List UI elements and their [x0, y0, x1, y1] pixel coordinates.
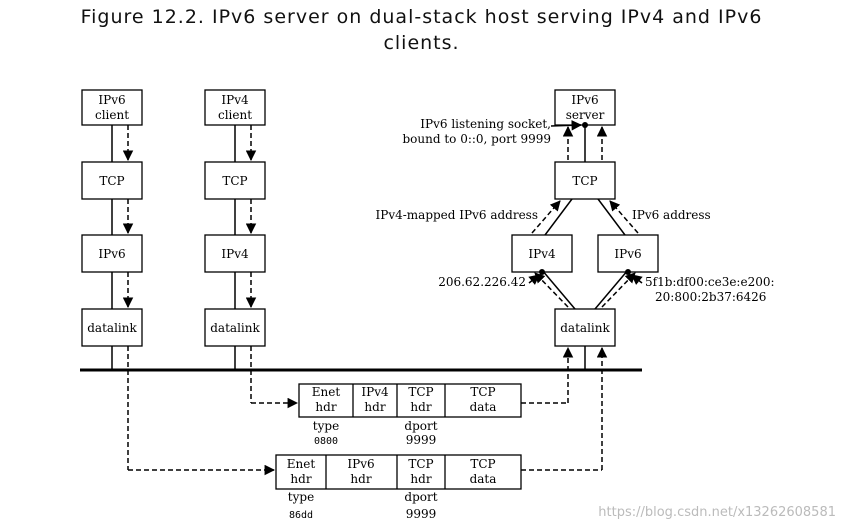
- ipv4-frame-border: [298, 383, 522, 418]
- listen-socket-line2: bound to 0::0, port 9999: [402, 132, 551, 146]
- server-datalink-label: datalink: [560, 321, 610, 335]
- ipv6-frame-border: [275, 454, 522, 490]
- server-app-line2: server: [566, 108, 605, 122]
- ipv6-client-ip-box: [81, 234, 143, 273]
- ipv6-address-dot: [625, 269, 631, 275]
- ipv6-client-app-line2: client: [95, 108, 129, 122]
- ipv4-client-tcp-box: [204, 161, 266, 200]
- ipv4-frame-tcp-line2: hdr: [410, 400, 431, 414]
- server-ipv6-label: IPv6: [614, 247, 641, 261]
- ipv4-address-value: 206.62.226.42: [438, 275, 526, 289]
- ipv6-address-value-line1: 5f1b:df00:ce3e:e200:: [645, 275, 775, 289]
- ipv4-frame-enet-line2: hdr: [315, 400, 336, 414]
- ipv4-client-ip-box: [204, 234, 266, 273]
- ipv6-frame-ip-line1: IPv6: [347, 457, 374, 471]
- ipv4-client-datalink-label: datalink: [210, 321, 260, 335]
- annotations: IPv6 listening socket, bound to 0::0, po…: [376, 117, 775, 304]
- ipv4-address-pointer: [528, 274, 540, 286]
- ipv4-client-box: [204, 89, 266, 126]
- ipv4-frame-ip-line1: IPv4: [361, 385, 389, 399]
- ipv6-frame-data-line1: TCP: [470, 457, 495, 471]
- ipv4-frame-ip-line2: hdr: [364, 400, 385, 414]
- server-ipv4-box: [511, 234, 573, 273]
- ipv4-address-dot: [539, 269, 545, 275]
- watermark: https://blog.csdn.net/x13262608581: [598, 505, 836, 520]
- server-app-line1: IPv6: [571, 93, 598, 107]
- ipv4-client-tcp-label: TCP: [222, 174, 247, 188]
- ipv4-frame-tcp-line1: TCP: [408, 385, 433, 399]
- server-stack: IPv6 server TCP IPv4 IPv6 datalink: [511, 89, 659, 471]
- ipv6-client-stack: IPv6 client TCP IPv6 datalink: [81, 89, 276, 476]
- ipv4-frame-dport-value: 9999: [406, 433, 437, 447]
- ipv4-client-datalink-box: [204, 308, 266, 347]
- ipv6-address-label: IPv6 address: [632, 208, 711, 222]
- figure-caption: Figure 12.2. IPv6 server on dual-stack h…: [0, 4, 843, 56]
- ipv6-frame-dport-label: dport: [404, 490, 437, 504]
- ipv6-frame-type-label: type: [288, 490, 314, 504]
- listen-socket-pointer: [550, 120, 583, 131]
- server-tcp-label: TCP: [572, 174, 597, 188]
- ipv4-frame-type-label: type: [313, 419, 339, 433]
- ipv6-client-app-line1: IPv6: [98, 93, 125, 107]
- ipv6-client-tcp-label: TCP: [99, 174, 124, 188]
- ipv4-frame-type-value: 0800: [314, 436, 338, 447]
- server-app-box: [554, 89, 616, 126]
- ipv6-client-ip-label: IPv6: [98, 247, 125, 261]
- ipv6-frame-type-value: 86dd: [289, 510, 313, 521]
- ipv6-address-value-line2: 20:800:2b37:6426: [655, 290, 766, 304]
- ipv4-client-ip-label: IPv4: [221, 247, 249, 261]
- ipv4-client-app-line1: IPv4: [221, 93, 249, 107]
- ipv6-frame: Enet hdr IPv6 hdr TCP hdr TCP data type …: [275, 454, 522, 521]
- ipv4-client-stack: IPv4 client TCP IPv4 datalink: [204, 89, 299, 409]
- ipv6-client-box: [81, 89, 143, 126]
- ipv6-frame-enet-line2: hdr: [290, 472, 311, 486]
- ipv4-client-app-line2: client: [218, 108, 252, 122]
- ipv4-frame-data-line1: TCP: [470, 385, 495, 399]
- ipv4-frame-data-line2: data: [470, 400, 497, 414]
- server-datalink-box: [554, 308, 616, 347]
- ipv6-frame-enet-line1: Enet: [287, 457, 316, 471]
- ipv6-client-datalink-label: datalink: [87, 321, 137, 335]
- caption-line-1: Figure 12.2. IPv6 server on dual-stack h…: [80, 6, 763, 28]
- ipv6-frame-tcp-line1: TCP: [408, 457, 433, 471]
- ipv4-frame: Enet hdr IPv4 hdr TCP hdr TCP data type …: [298, 383, 522, 447]
- ipv6-frame-data-line2: data: [470, 472, 497, 486]
- ipv4-frame-enet-line1: Enet: [312, 385, 341, 399]
- ipv4-mapped-label: IPv4-mapped IPv6 address: [376, 208, 539, 222]
- ipv4-frame-dport-label: dport: [404, 419, 437, 433]
- listening-socket-dot: [582, 122, 588, 128]
- server-ipv6-box: [597, 234, 659, 273]
- caption-line-2: clients.: [383, 32, 460, 54]
- ipv6-client-datalink-box: [81, 308, 143, 347]
- server-tcp-box: [554, 161, 616, 200]
- ipv6-address-pointer: [631, 274, 643, 286]
- server-ipv4-label: IPv4: [528, 247, 556, 261]
- ipv6-frame-ip-line2: hdr: [350, 472, 371, 486]
- listen-socket-line1: IPv6 listening socket,: [420, 117, 551, 131]
- ipv6-client-tcp-box: [81, 161, 143, 200]
- ipv6-frame-tcp-line2: hdr: [410, 472, 431, 486]
- ipv6-frame-dport-value: 9999: [406, 507, 437, 521]
